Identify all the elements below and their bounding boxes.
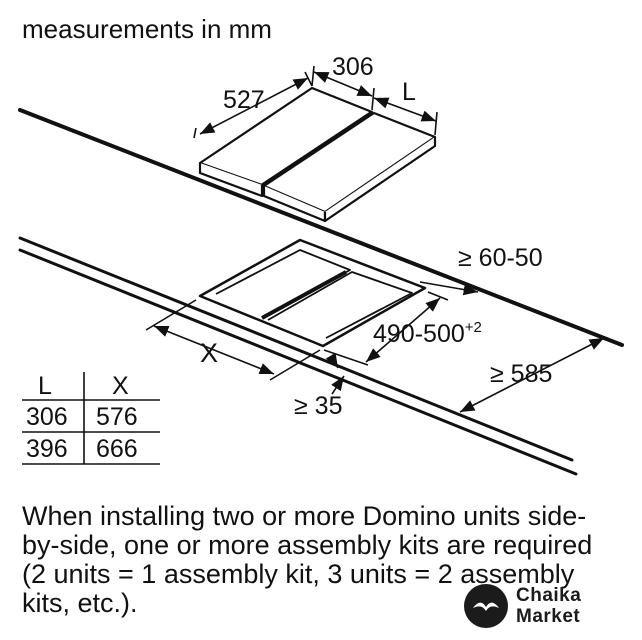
cutout-width-symbol-label: X	[200, 338, 218, 368]
watermark: Chaika Market	[464, 578, 624, 634]
worktop-back-edge	[18, 108, 624, 347]
cutout-outer	[198, 238, 427, 348]
worktop	[18, 108, 624, 476]
measurement-unit-title: measurements in mm	[22, 14, 272, 44]
table-cell: 666	[96, 435, 138, 463]
hob-units	[198, 86, 437, 223]
back-clearance-label: ≥ 60-50	[458, 244, 543, 272]
seagull-logo-icon	[464, 584, 508, 628]
cutout-depth-tolerance: +2	[465, 319, 482, 336]
watermark-text: Chaika Market	[516, 585, 582, 627]
table-cell: 306	[26, 403, 68, 431]
assembly-kit-note: When installing two or more Domino units…	[22, 501, 593, 618]
hob-unit-right-side	[323, 137, 437, 223]
worktop-front-edge-top	[18, 236, 574, 462]
hob-dimension-lines	[193, 65, 438, 139]
cutout-depth-value: 490-500	[373, 320, 465, 348]
table-header-l: L	[38, 372, 52, 400]
hob-unit-left-front	[198, 163, 264, 198]
size-table: L X 306 576 396 666	[22, 372, 160, 465]
hob-separation-line	[261, 110, 373, 187]
width-label: 306	[332, 53, 374, 81]
cutout-dimension-lines	[145, 281, 605, 413]
table-header-x: X	[112, 372, 129, 400]
front-clearance-label: ≥ 35	[294, 392, 342, 420]
table-cell: 396	[26, 435, 68, 463]
depth-label: 527	[223, 86, 265, 114]
worktop-front-edge-bottom	[18, 248, 578, 476]
worktop-depth-label: ≥ 585	[490, 360, 552, 388]
cutout-depth-label: 490-500+2	[373, 319, 482, 348]
table-cell: 576	[96, 403, 138, 431]
length-symbol-label: L	[402, 78, 416, 106]
